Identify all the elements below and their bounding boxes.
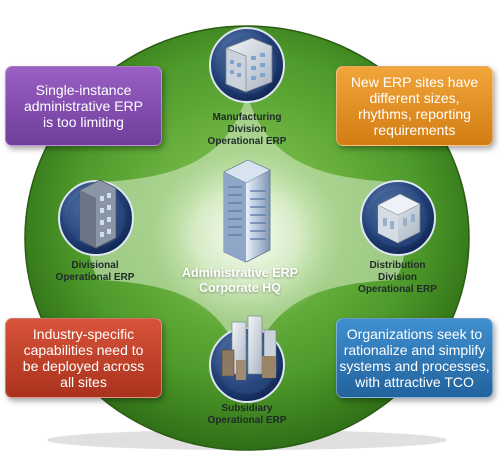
node-bottom-label: Subsidiary Operational ERP	[192, 403, 302, 427]
node-right-line: Operational ERP	[358, 284, 437, 295]
callout-top-right: New ERP sites have different sizes, rhyt…	[336, 66, 493, 146]
callout-line: systems and processes,	[339, 358, 490, 374]
city-buildings-icon	[221, 315, 277, 380]
node-bottom-line: Subsidiary	[221, 403, 273, 414]
callout-line: Organizations seek to	[346, 326, 483, 342]
callout-bottom-right: Organizations seek to rationalize and si…	[336, 318, 493, 398]
node-right-line: Distribution	[369, 260, 426, 271]
office-tower-icon	[223, 159, 271, 263]
callout-line: New ERP sites have	[350, 74, 479, 90]
callout-line: rhythms, reporting	[358, 106, 471, 122]
node-top-line: Division	[227, 124, 267, 135]
center-label: Administrative ERP Corporate HQ	[160, 266, 320, 296]
callout-line: rationalize and simplify	[343, 342, 486, 358]
center-label-line1: Administrative ERP	[181, 266, 298, 280]
callout-line: Single-instance	[35, 82, 132, 98]
callout-top-left: Single-instance administrative ERP is to…	[5, 66, 162, 146]
node-bottom-line: Operational ERP	[207, 415, 287, 426]
callout-line: capabilities need to	[23, 342, 144, 358]
office-building-icon	[79, 179, 117, 249]
factory-building-icon	[225, 37, 273, 93]
node-left-line: Operational ERP	[55, 272, 135, 283]
callout-line: with attractive TCO	[355, 374, 474, 390]
node-right-label: Distribution Division Operational ERP	[340, 260, 455, 296]
node-top-line: Operational ERP	[207, 136, 287, 147]
callout-line: requirements	[373, 122, 456, 138]
node-left-label: Divisional Operational ERP	[40, 260, 150, 284]
callout-bottom-left: Industry-specific capabilities need to b…	[5, 318, 162, 398]
callout-line: is too limiting	[43, 114, 124, 130]
callout-line: different sizes,	[369, 90, 460, 106]
callout-line: be deployed across	[22, 358, 145, 374]
node-left-line: Divisional	[71, 260, 119, 271]
node-top-line: Manufacturing	[212, 112, 282, 123]
callout-line: administrative ERP	[23, 98, 144, 114]
callout-line: all sites	[60, 374, 107, 390]
node-top-label: Manufacturing Division Operational ERP	[187, 112, 307, 148]
callout-line: Industry-specific	[32, 326, 135, 342]
node-right-line: Division	[378, 272, 417, 283]
center-label-line2: Corporate HQ	[199, 281, 281, 295]
warehouse-building-icon	[377, 193, 421, 244]
